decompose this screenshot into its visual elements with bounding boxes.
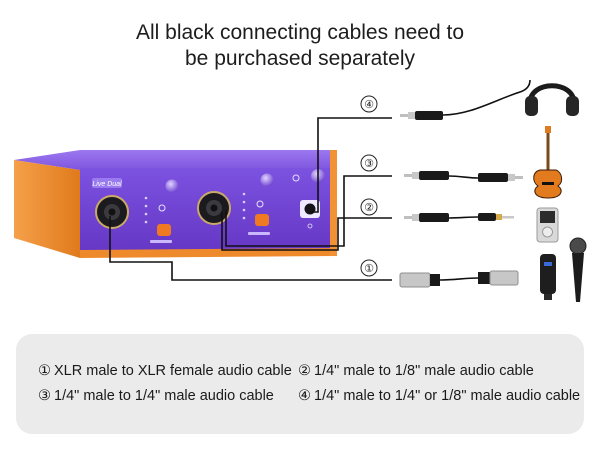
callout-3-number: ③ bbox=[364, 157, 374, 170]
cable-1 bbox=[399, 270, 519, 288]
cable-3 bbox=[404, 171, 523, 182]
legend-item-1-number: ① bbox=[38, 363, 51, 379]
legend-item-3-text: 1/4" male to 1/4" male audio cable bbox=[54, 388, 274, 404]
legend-item-4-number: ④ bbox=[298, 388, 311, 404]
cable-route-3 bbox=[225, 175, 392, 247]
channel-2-controls bbox=[242, 173, 274, 235]
brand-label: Live Dual bbox=[92, 181, 122, 188]
headphones-icon bbox=[525, 83, 579, 116]
interface-side-left bbox=[14, 160, 80, 258]
inst-switch-2[interactable] bbox=[255, 214, 269, 226]
guitar-icon bbox=[533, 126, 563, 199]
cable-route-2 bbox=[221, 212, 392, 251]
legend-item-3-number: ③ bbox=[38, 388, 51, 404]
interface-side-right bbox=[330, 150, 337, 256]
cable-route-4 bbox=[310, 117, 392, 213]
headphone-jack bbox=[304, 203, 316, 215]
callout-4-number: ④ bbox=[364, 98, 374, 111]
brand-tag bbox=[92, 178, 122, 188]
inst-switch-1[interactable] bbox=[157, 224, 171, 236]
combo-input-1 bbox=[95, 195, 129, 229]
callout-2-number: ② bbox=[364, 201, 374, 214]
cable-route-1 bbox=[109, 216, 392, 281]
legend-item-4-text: 1/4" male to 1/4" or 1/8" male audio cab… bbox=[314, 388, 581, 404]
interface-top bbox=[14, 150, 335, 170]
callout-1 bbox=[360, 259, 378, 277]
audio-interface: Live Dual bbox=[14, 150, 337, 258]
phone-icon bbox=[536, 207, 559, 243]
gain-knob-1[interactable] bbox=[165, 179, 179, 193]
cable-4 bbox=[400, 79, 531, 120]
cable-routing bbox=[109, 117, 392, 281]
callout-1-number: ① bbox=[364, 262, 374, 275]
cable-2 bbox=[404, 213, 514, 222]
legend-item-2-text: 1/4" male to 1/8" male audio cable bbox=[314, 363, 534, 379]
legend-item-1-text: XLR male to XLR female audio cable bbox=[54, 363, 292, 379]
headline: All black connecting cables need to be p… bbox=[0, 20, 600, 72]
callout-4 bbox=[360, 95, 378, 113]
callout-2 bbox=[360, 198, 378, 216]
condenser-mic-icon bbox=[540, 254, 556, 300]
channel-1-controls bbox=[144, 179, 179, 243]
gain-knob-2[interactable] bbox=[260, 173, 274, 187]
headline-line-2: be purchased separately bbox=[185, 47, 415, 70]
microphone-icon bbox=[569, 237, 587, 302]
legend-item-2-number: ② bbox=[298, 363, 311, 379]
headline-line-1: All black connecting cables need to bbox=[135, 21, 465, 44]
callout-3 bbox=[360, 154, 378, 172]
